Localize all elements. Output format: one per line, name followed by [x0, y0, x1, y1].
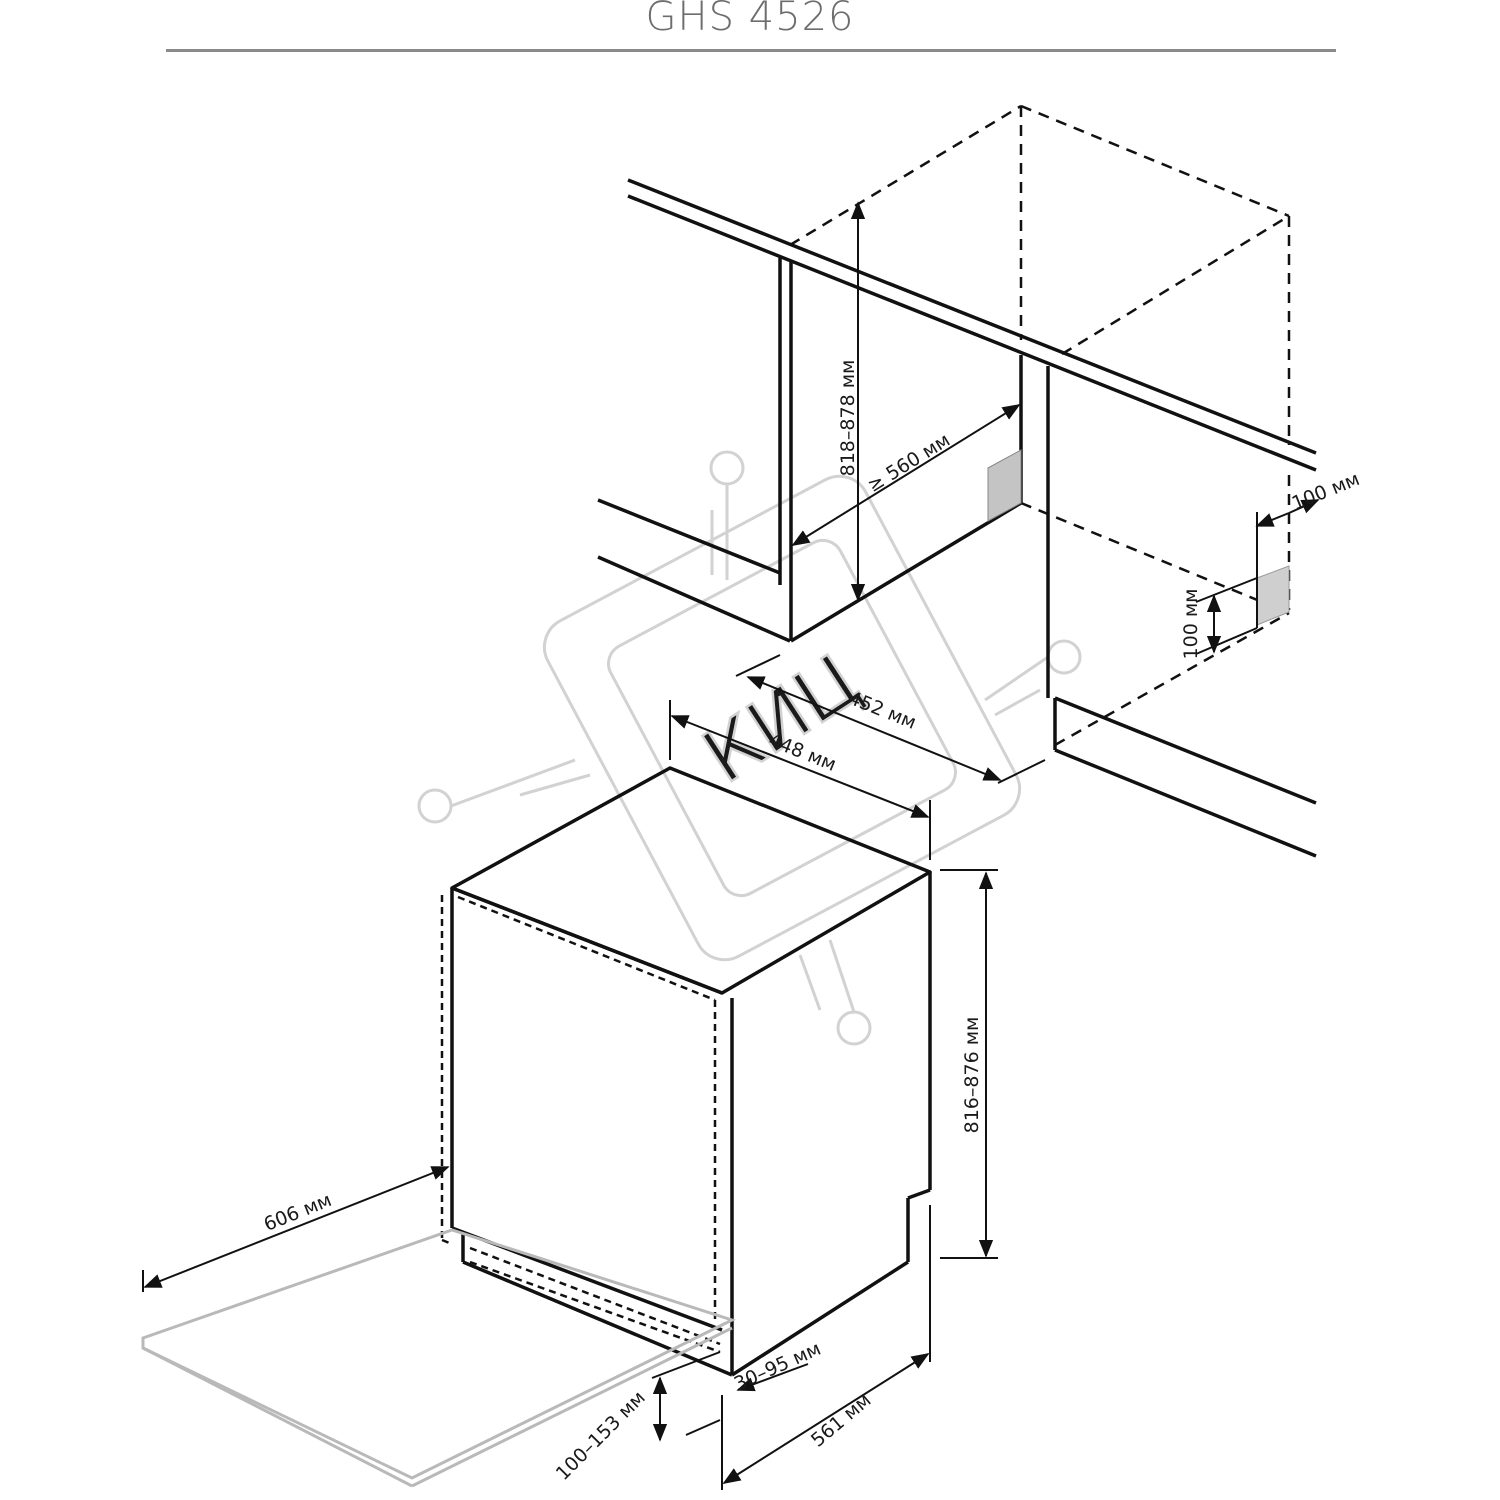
- label-niche-height: 818–878 мм: [837, 360, 859, 477]
- label-vent-offset: 100 мм: [1289, 468, 1363, 515]
- floor-door-swing: [141, 1228, 736, 1488]
- dishwasher-dimension-lines: [142, 700, 998, 1490]
- vent-patch-side: [1256, 565, 1290, 626]
- label-appliance-depth: 561 мм: [807, 1389, 876, 1451]
- model-title: GHS 4526: [645, 0, 855, 40]
- watermark-text: КИЦ: [689, 638, 875, 800]
- title-divider: [166, 49, 1336, 52]
- vent-patch-back: [987, 449, 1022, 522]
- watermark-logo: [417, 450, 1082, 1046]
- door-panel-outline: [440, 895, 721, 1354]
- label-appliance-height: 816–876 мм: [961, 1017, 983, 1134]
- label-door-swing: 606 мм: [261, 1189, 335, 1236]
- label-vent-height: 100 мм: [1180, 589, 1202, 660]
- dimension-labels: 818–878 мм ≥ 560 мм 100 мм 100 мм 452 мм…: [261, 360, 1363, 1485]
- niche-hidden-lines: [789, 104, 1291, 747]
- dishwasher-body: [450, 766, 932, 1377]
- label-niche-width: 452 мм: [845, 687, 919, 734]
- label-niche-depth: ≥ 560 мм: [864, 429, 954, 497]
